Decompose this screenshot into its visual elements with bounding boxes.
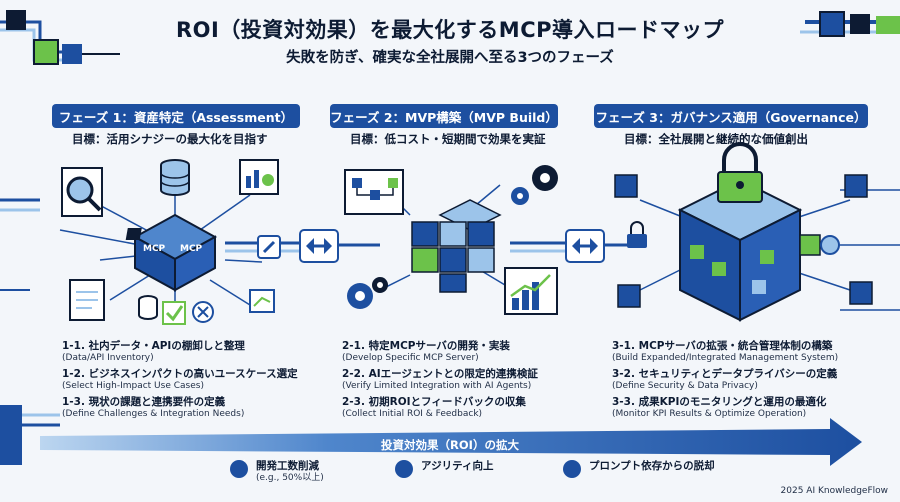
mcp-label-left: MCP (143, 244, 166, 254)
step-english: (Collect Initial ROI & Feedback) (342, 409, 483, 419)
phase2-step-3: 2-3. 初期ROIとフィードバックの収集 (Collect Initial R… (342, 396, 526, 420)
chart-screen-icon (239, 159, 279, 195)
left-edge-lines (0, 198, 40, 291)
step-english: (Develop Specific MCP Server) (342, 353, 479, 363)
step-english: (Data/API Inventory) (62, 353, 154, 363)
small-cube-icon (799, 234, 821, 256)
broken-link-icon (563, 460, 581, 478)
database-icon (160, 159, 190, 196)
top-right-chain-decoration (800, 11, 900, 37)
small-cube-icon (849, 281, 873, 305)
step-label: 3-3. 成果KPIのモニタリングと運用の最適化 (612, 396, 827, 408)
small-cube-icon (617, 284, 641, 308)
step-label: 2-2. AIエージェントとの限定的連携検証 (342, 368, 538, 380)
benefit-label: プロンプト依存からの脱却 (589, 460, 715, 472)
magnifier-icon (66, 176, 94, 204)
phase1-step-3: 1-3. 現状の課題と連携要件の定義 (Define Challenges & … (62, 396, 244, 420)
step-label: 3-1. MCPサーバの拡張・統合管理体制の構築 (612, 340, 833, 352)
phase2-illustration (344, 165, 558, 315)
phase1-step-1: 1-1. 社内データ・APIの棚卸しと整理 (Data/API Inventor… (62, 340, 245, 364)
top-left-chain-decoration (0, 10, 120, 65)
alert-icon (820, 235, 840, 255)
roi-arrow-label: 投資対効果（ROI）の拡大 (381, 438, 519, 452)
flowchart-screen-icon (344, 169, 404, 215)
cube-cluster (411, 199, 502, 293)
small-cube-icon (614, 174, 638, 198)
step-english: (Verify Limited Integration with AI Agen… (342, 381, 532, 391)
step-english: (Define Security & Data Privacy) (612, 381, 758, 391)
gears-icon-top (511, 165, 558, 205)
benefit-label: 開発工数削減 (256, 460, 319, 472)
step-english: (Monitor KPI Results & Optimize Operatio… (612, 409, 807, 419)
roi-arrow (40, 418, 862, 466)
mcp-central-cube (125, 213, 218, 292)
phase3-goal: 目標：全社展開と継続的な価値創出 (624, 132, 808, 146)
benefit-label: アジリティ向上 (421, 460, 494, 472)
small-cube-icon (844, 174, 868, 198)
phase2-goal: 目標：低コスト・短期間で効果を実証 (350, 132, 546, 146)
wrench-icon (230, 460, 248, 478)
phase3-step-2: 3-2. セキュリティとデータプライバシーの定義 (Define Securit… (612, 368, 837, 392)
phase1-goal: 目標：活用シナジーの最大化を目指す (72, 132, 268, 146)
footer-credit: 2025 AI KnowledgeFlow (780, 486, 888, 496)
padlock-icon-large (717, 142, 763, 203)
phase2-step-2: 2-2. AIエージェントとの限定的連携検証 (Verify Limited I… (342, 368, 538, 392)
phase3-step-3: 3-3. 成果KPIのモニタリングと運用の最適化 (Monitor KPI Re… (612, 396, 826, 420)
phase3-step-1: 3-1. MCPサーバの拡張・統合管理体制の構築 (Build Expanded… (612, 340, 838, 364)
phase1-step-2: 1-2. ビジネスインパクトの高いユースケース選定 (Select High-I… (62, 368, 298, 392)
step-english: (Select High-Impact Use Cases) (62, 381, 204, 391)
benefit-sub: (e.g., 50%以上) (256, 473, 324, 483)
phase2-header: フェーズ 2：MVP構築（MVP Build） (330, 104, 558, 128)
phase1-header: フェーズ 1：資産特定（Assessment） (52, 104, 300, 128)
gears-icon-bottom (347, 277, 388, 309)
bar-chart-icon (504, 267, 558, 315)
step-label: 2-3. 初期ROIとフィードバックの収集 (342, 396, 526, 408)
check-icon (162, 301, 186, 325)
step-english: (Define Challenges & Integration Needs) (62, 409, 245, 419)
benefit-dev-cost: 開発工数削減 (e.g., 50%以上) (230, 460, 324, 484)
step-label: 1-2. ビジネスインパクトの高いユースケース選定 (62, 368, 298, 380)
trend-box-icon (249, 289, 275, 313)
phase2-step-1: 2-1. 特定MCPサーバの開発・実装 (Develop Specific MC… (342, 340, 510, 364)
bottom-left-decoration (0, 405, 60, 465)
phase1-illustration (59, 159, 281, 325)
page-subtitle: 失敗を防ぎ、確実な全社展開へ至る3つのフェーズ (286, 50, 614, 66)
phase2-to-phase3-connector (510, 229, 640, 263)
padlock-icon-small (627, 221, 647, 248)
benefit-prompt-independence: プロンプト依存からの脱却 (563, 460, 715, 478)
step-english: (Build Expanded/Integrated Management Sy… (612, 353, 839, 363)
step-label: 1-3. 現状の課題と連携要件の定義 (62, 396, 226, 408)
step-label: 2-1. 特定MCPサーバの開発・実装 (342, 340, 510, 352)
step-label: 3-2. セキュリティとデータプライバシーの定義 (612, 368, 838, 380)
governance-cube (677, 178, 803, 322)
trend-chart-icon (395, 460, 413, 478)
mcp-label-right: MCP (180, 244, 203, 254)
phase3-header: フェーズ 3：ガバナンス適用（Governance） (594, 104, 868, 128)
phase3-illustration (614, 142, 900, 322)
phase1-to-phase2-connector (225, 229, 380, 263)
page-title: ROI（投資対効果）を最大化するMCP導入ロードマップ (175, 18, 725, 42)
step-label: 1-1. 社内データ・APIの棚卸しと整理 (62, 340, 245, 352)
benefit-agility: アジリティ向上 (395, 460, 493, 478)
